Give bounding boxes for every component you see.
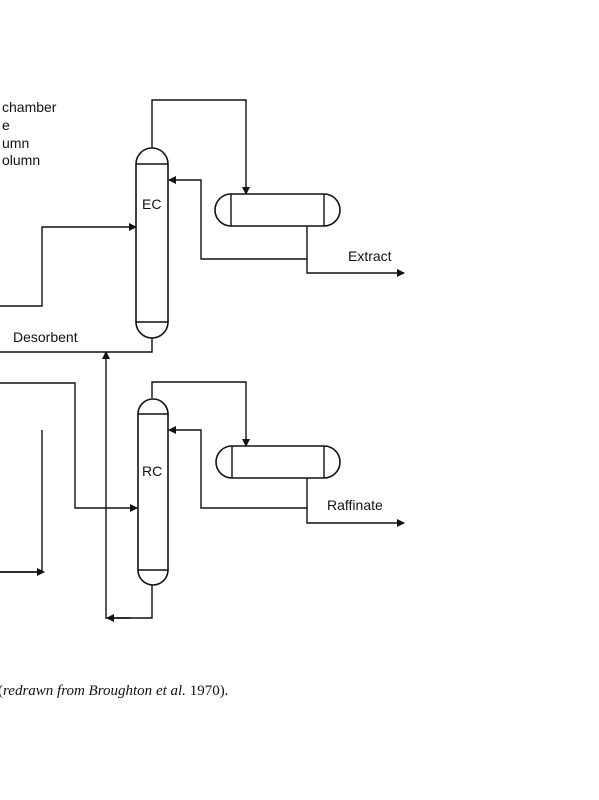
desorbent-line (0, 338, 153, 353)
raffinate-column-vessel (137, 398, 169, 586)
rc-overhead-line (151, 381, 250, 447)
raffinate-column-label: RC (142, 463, 162, 479)
ec-overhead-line (151, 99, 250, 195)
extract-receiver-drum (214, 193, 341, 227)
legend-line-4: olumn (2, 152, 40, 168)
extract-column-vessel (135, 147, 169, 339)
ec-reflux-line (168, 176, 308, 260)
figure-caption: (redrawn from Broughton et al. 1970). (0, 683, 228, 699)
raffinate-receiver-drum (215, 445, 341, 479)
caption-italic-b: et al. (156, 683, 186, 699)
legend-line-3: umn (2, 135, 29, 151)
raffinate-column-section: RC Raffinate (0, 351, 405, 622)
caption-suffix: 1970). (186, 683, 229, 699)
desorbent-label: Desorbent (13, 329, 78, 345)
legend-line-1: chamber (2, 99, 57, 115)
rc-feed-line (0, 382, 138, 512)
legend-line-2: e (2, 117, 10, 133)
raffinate-label: Raffinate (327, 497, 383, 513)
left-side-stream (0, 430, 43, 573)
extract-product-line (306, 259, 405, 277)
caption-italic-a: redrawn from Broughton (3, 683, 152, 699)
extract-column-label: EC (142, 196, 161, 212)
caption-prefix: ( (0, 683, 3, 699)
legend: chamber e umn olumn (2, 99, 57, 168)
rc-reflux-line (168, 426, 308, 509)
extract-column-section: EC Extract (0, 99, 405, 339)
extract-label: Extract (348, 248, 392, 264)
ec-feed-line (0, 223, 137, 307)
raffinate-product-line (306, 508, 405, 527)
